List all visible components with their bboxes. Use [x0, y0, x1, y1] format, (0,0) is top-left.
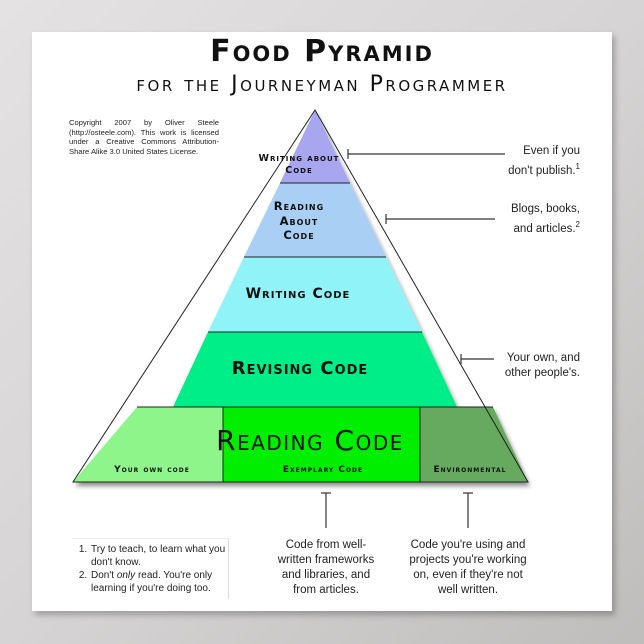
tier-label-revising-code: Revising Code — [231, 358, 369, 379]
annotation-line: projects you're working — [409, 554, 527, 566]
annotation-line: Code you're using and — [410, 539, 526, 551]
annotation-line: written frameworks — [277, 554, 375, 566]
copyright-notice: Copyright 2007 by Oliver Steele (http://… — [69, 118, 219, 156]
annotation-reading-about: Blogs, books, and articles.2 — [470, 202, 580, 237]
annotation-line: from articles. — [293, 584, 359, 596]
annotation-line: on, even if they're not — [413, 569, 523, 581]
annotation-revising: Your own, and other people's. — [470, 351, 580, 381]
annotation-line: other people's. — [504, 367, 580, 379]
tier-label-reading-code: Reading Code — [216, 424, 404, 457]
tier-label-reading-about-code: Reading About Code — [273, 199, 325, 242]
annotation-environmental: Code you're using and projects you're wo… — [398, 538, 538, 598]
tier-label-writing-about-code: Writing about Code — [258, 153, 340, 176]
annotation-line: Even if you — [523, 145, 580, 157]
poster-title: Food Pyramid — [210, 34, 434, 69]
tier-writing-code — [208, 257, 422, 332]
footnote-2: Don't only read. You're only learning if… — [90, 569, 228, 595]
base-exemplary-code — [223, 407, 420, 482]
base-environmental — [420, 407, 528, 482]
annotation-line: don't publish. — [508, 164, 576, 177]
footnote-text: Try to teach, to learn what you don't kn… — [91, 544, 226, 568]
annotation-line: Your own, and — [506, 352, 580, 364]
segment-label-exemplary-code: Exemplary Code — [282, 465, 364, 475]
tier-revising-code — [173, 332, 457, 407]
annotation-line: and libraries, and — [281, 569, 371, 581]
footnote-ref-2: 2 — [575, 220, 580, 229]
footnote-1: Try to teach, to learn what you don't kn… — [90, 543, 228, 569]
footnote-text: read. You're only learning if you're doi… — [91, 570, 213, 594]
footnote-emphasis: only — [116, 570, 136, 581]
tier-reading-about-code — [244, 183, 386, 257]
segment-label-your-own-code: Your own code — [114, 465, 190, 475]
footnote-ref-1: 1 — [575, 162, 580, 171]
footnote-text: Don't — [91, 570, 117, 581]
annotation-exemplary: Code from well- written frameworks and l… — [261, 538, 391, 598]
annotation-line: well written. — [437, 584, 499, 596]
tier-writing-about-code — [280, 110, 350, 183]
segment-label-environmental: Environmental — [433, 465, 507, 475]
base-your-own-code — [73, 407, 223, 482]
tier-label-writing-code: Writing Code — [245, 286, 351, 302]
annotation-line: Code from well- — [285, 539, 367, 551]
annotation-writing-about: Even if you don't publish.1 — [470, 144, 580, 179]
annotation-line: Blogs, books, — [510, 203, 580, 215]
footnotes-box: Try to teach, to learn what you don't kn… — [72, 538, 229, 599]
annotation-line: and articles. — [513, 222, 576, 235]
poster-subtitle: for the Journeyman Programmer — [136, 72, 508, 97]
